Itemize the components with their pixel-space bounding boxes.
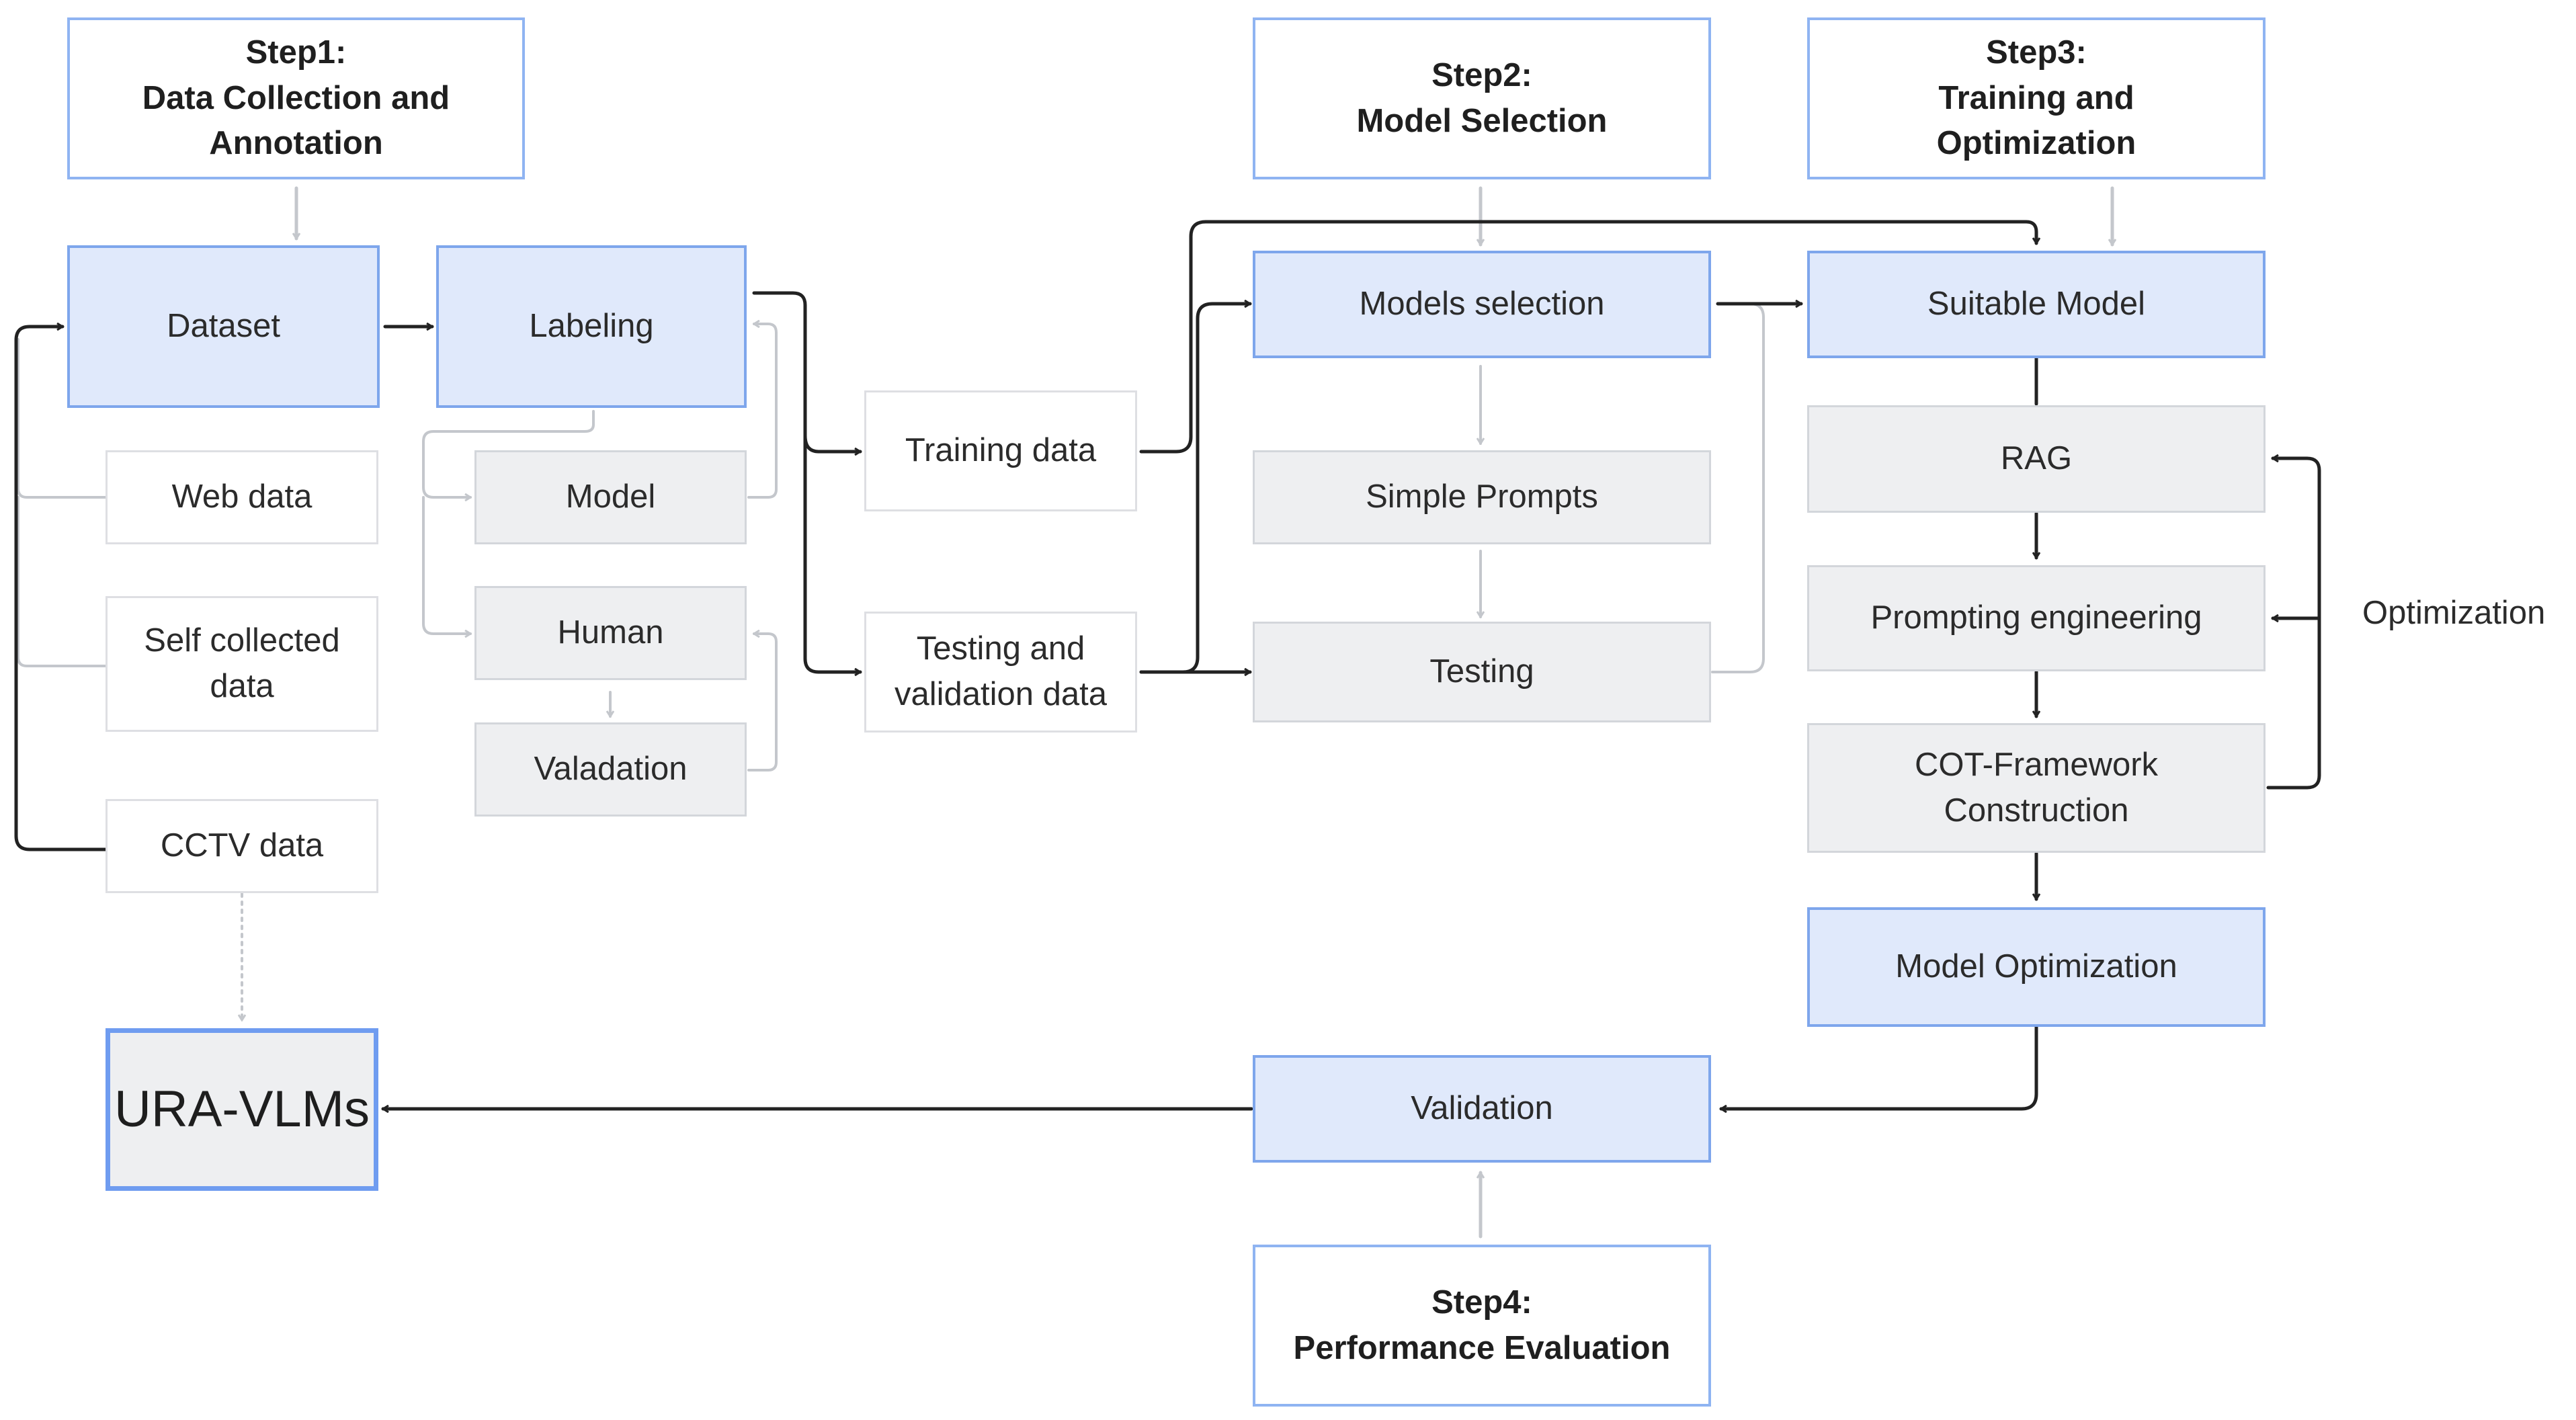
arrow-testdata-models [1139, 304, 1252, 674]
testing-data-line2: validation data [894, 676, 1107, 712]
step1-subtitle-line2: Annotation [209, 125, 383, 162]
self-collected-line2: data [210, 668, 274, 704]
self-collected-line1: Self collected [144, 622, 340, 659]
cctv-data-label: CCTV data [160, 827, 324, 864]
human-label: Human [557, 614, 664, 651]
ura-vlms-box: URA-VLMs [106, 1028, 378, 1191]
rag-box: RAG [1807, 405, 2266, 513]
testing-validation-data-box: Testing and validation data [864, 612, 1137, 733]
simple-prompts-box: Simple Prompts [1253, 450, 1711, 544]
training-data-label: Training data [905, 432, 1097, 469]
step4-subtitle-line1: Performance Evaluation [1293, 1329, 1671, 1366]
step3-header: Step3: Training and Optimization [1807, 17, 2266, 179]
line-optimization-loop [2266, 458, 2321, 790]
cot-line2: Construction [1944, 792, 2129, 829]
self-collected-box: Self collected data [106, 596, 378, 732]
step2-subtitle-line1: Model Selection [1356, 102, 1608, 139]
ura-vlms-label: URA-VLMs [114, 1080, 370, 1138]
web-data-label: Web data [171, 478, 313, 515]
arrow-labeling-testing [803, 428, 862, 672]
arrow-cctv-dataset [14, 327, 108, 851]
labeling-label: Labeling [529, 308, 654, 345]
step2-title: Step2: [1431, 56, 1532, 93]
step1-title: Step1: [245, 34, 347, 71]
testing-data-line1: Testing and [916, 630, 1085, 667]
line-labeling-human [422, 496, 472, 634]
web-data-box: Web data [106, 450, 378, 544]
dataset-box: Dataset [67, 245, 380, 408]
validation-box: Validation [1253, 1055, 1711, 1163]
arrow-labeling-training [752, 291, 862, 452]
training-data-box: Training data [864, 390, 1137, 511]
step1-subtitle-line1: Data Collection and [142, 79, 450, 116]
testing-box: Testing [1253, 622, 1711, 722]
step4-header: Step4: Performance Evaluation [1253, 1245, 1711, 1407]
rag-label: RAG [2000, 440, 2073, 477]
human-box: Human [474, 586, 747, 680]
arrow-training-suitable [1139, 220, 2036, 454]
line-validation-return [747, 634, 778, 771]
prompting-engineering-box: Prompting engineering [1807, 565, 2266, 671]
step3-subtitle-line1: Training and [1938, 79, 2134, 116]
step2-header: Step2: Model Selection [1253, 17, 1711, 179]
models-selection-box: Models selection [1253, 251, 1711, 358]
models-selection-label: Models selection [1359, 286, 1605, 323]
testing-label: Testing [1429, 653, 1534, 690]
suitable-model-label: Suitable Model [1927, 286, 2146, 323]
step3-title: Step3: [1986, 34, 2087, 71]
labeling-box: Labeling [436, 245, 747, 408]
model-optimization-box: Model Optimization [1807, 907, 2266, 1027]
cot-line1: COT-Framework [1914, 746, 2159, 783]
step1-header: Step1: Data Collection and Annotation [67, 17, 525, 179]
arrow-optimization-validation [1719, 1024, 2038, 1109]
model-label: Model [565, 478, 656, 515]
cot-framework-box: COT-Framework Construction [1807, 723, 2266, 853]
step4-title: Step4: [1431, 1284, 1532, 1321]
cctv-data-box: CCTV data [106, 799, 378, 893]
line-self-to-bracket [17, 496, 107, 667]
validation-label: Validation [1411, 1090, 1553, 1127]
line-labeling-model [422, 410, 595, 497]
valadation-box: Valadation [474, 722, 747, 817]
line-testing-loop [1711, 302, 1765, 673]
line-web-to-bracket [17, 338, 107, 499]
optimization-loop-label: Optimization [2362, 595, 2546, 631]
model-optimization-label: Model Optimization [1895, 948, 2177, 985]
line-model-return [747, 324, 778, 499]
model-box: Model [474, 450, 747, 544]
valadation-label: Valadation [534, 751, 688, 788]
prompting-engineering-label: Prompting engineering [1870, 599, 2202, 636]
simple-prompts-label: Simple Prompts [1366, 478, 1598, 515]
dataset-label: Dataset [167, 308, 280, 345]
step3-subtitle-line2: Optimization [1936, 125, 2136, 162]
suitable-model-box: Suitable Model [1807, 251, 2266, 358]
